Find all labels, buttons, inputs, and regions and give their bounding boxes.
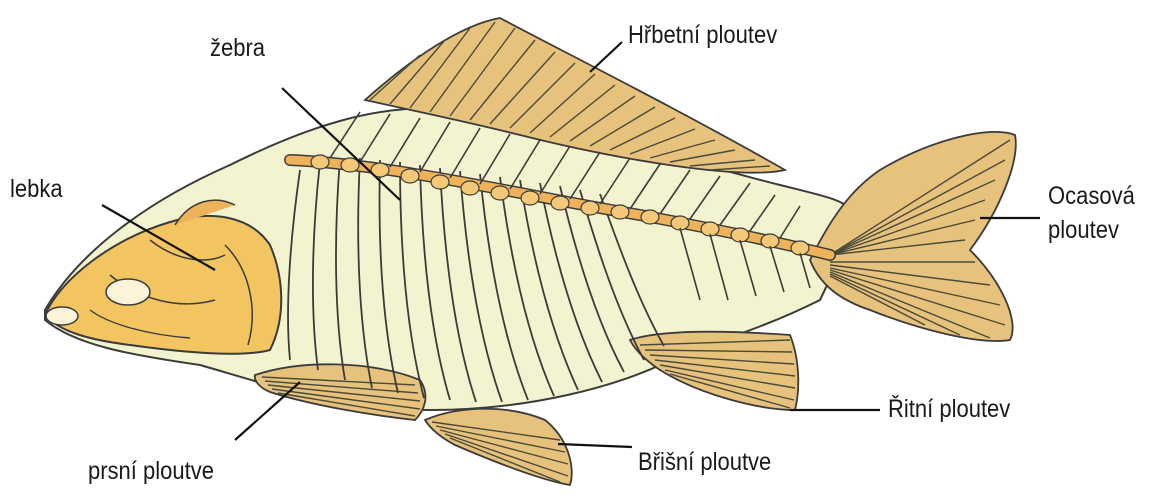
label-tail-fin: Ocasová ploutev [1048, 183, 1135, 244]
label-tail-fin-line1: Ocasová [1048, 183, 1135, 209]
label-tail-fin-line2: ploutev [1048, 217, 1135, 243]
skull [45, 200, 281, 354]
label-dorsal-fin: Hřbetní ploutev [628, 22, 777, 48]
pectoral-fin [255, 364, 426, 420]
label-pelvic-fin: Břišní ploutve [638, 449, 771, 475]
anal-fin [630, 332, 798, 410]
label-skull: lebka [10, 176, 63, 202]
label-ribs: žebra [210, 35, 265, 61]
label-anal-fin: Řitní ploutev [888, 396, 1010, 422]
tail-fin [810, 132, 1016, 341]
label-pectoral-fin: prsní ploutve [88, 458, 214, 484]
leader-pelvic [558, 444, 632, 447]
leader-dorsal [590, 42, 622, 72]
eye-socket [106, 279, 150, 305]
pelvic-fin [425, 409, 572, 485]
